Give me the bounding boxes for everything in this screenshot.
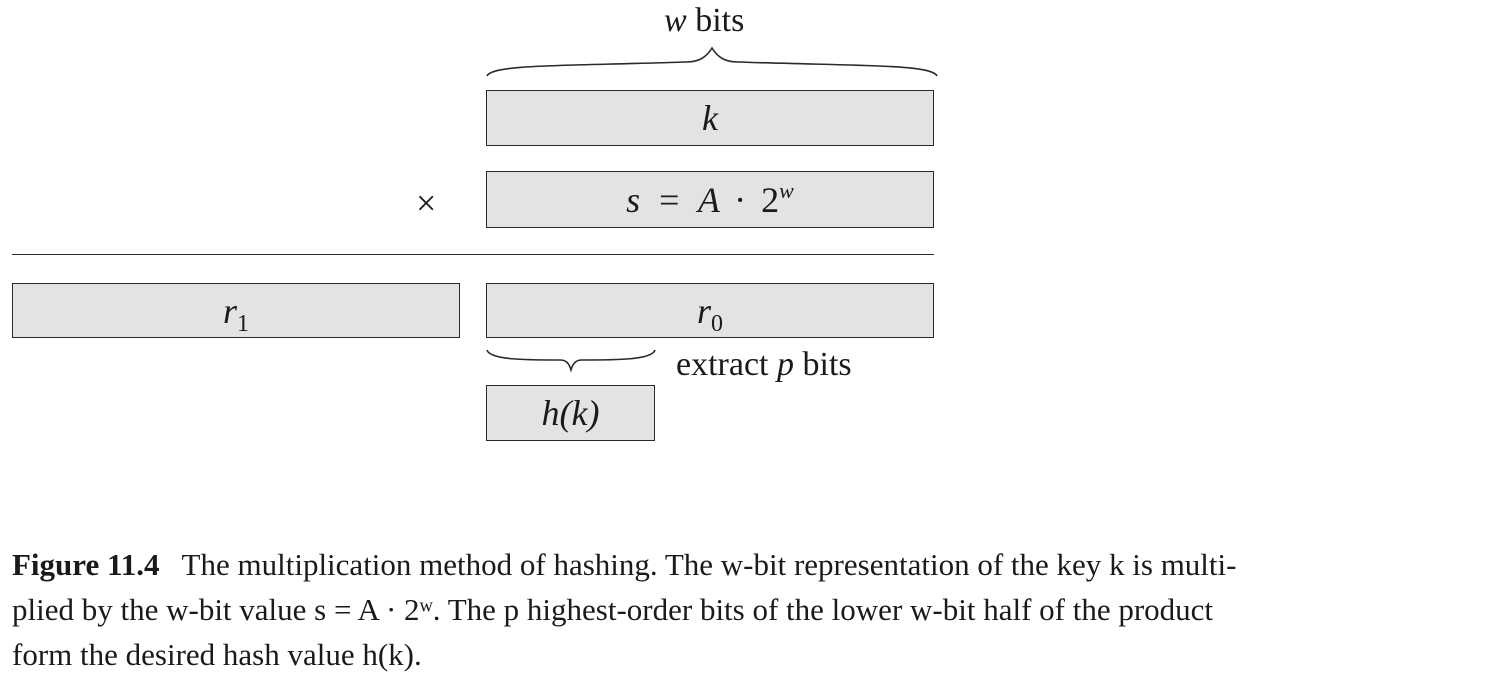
word-size-brace [486, 46, 938, 77]
caption-text-1: The multiplication method of hashing. Th… [181, 547, 1237, 582]
figure-caption: Figure 11.4 The multiplication method of … [12, 542, 1496, 677]
word-size-unit: bits [695, 2, 745, 39]
r1-box: r1 [12, 283, 460, 338]
caption-line-1: Figure 11.4 The multiplication method of … [12, 542, 1496, 587]
r1-label: r1 [222, 290, 249, 337]
multiplier-box: s = A · 2w [486, 171, 934, 228]
extract-word: extract [676, 346, 769, 383]
product-rule [12, 254, 934, 255]
extract-brace [486, 349, 656, 373]
word-size-variable: w [664, 2, 687, 39]
caption-line-2: plied by the w-bit value s = A · 2ʷ. The… [12, 592, 1214, 627]
equals-sign: = [659, 179, 680, 220]
key-box: k [486, 90, 934, 146]
caption-line-3: form the desired hash value h(k). [12, 637, 422, 672]
figure-number: Figure 11.4 [12, 547, 160, 582]
word-size-label: w bits [664, 2, 744, 40]
base-two: 2 [761, 179, 780, 220]
multiply-symbol: × [416, 183, 437, 223]
s-variable: s [626, 179, 641, 220]
extract-unit: bits [802, 346, 852, 383]
r0-label: r0 [696, 290, 723, 337]
hash-value-box: h(k) [486, 385, 655, 441]
exponent-w: w [779, 177, 794, 203]
a-constant: A [697, 179, 720, 220]
r0-box: r0 [486, 283, 934, 338]
key-label: k [702, 98, 718, 138]
dot-operator: · [734, 179, 747, 220]
multiplier-expression: s = A · 2w [626, 177, 794, 221]
extract-label: extract p bits [676, 346, 852, 384]
p-variable: p [777, 346, 794, 383]
hash-value-label: h(k) [541, 393, 600, 433]
